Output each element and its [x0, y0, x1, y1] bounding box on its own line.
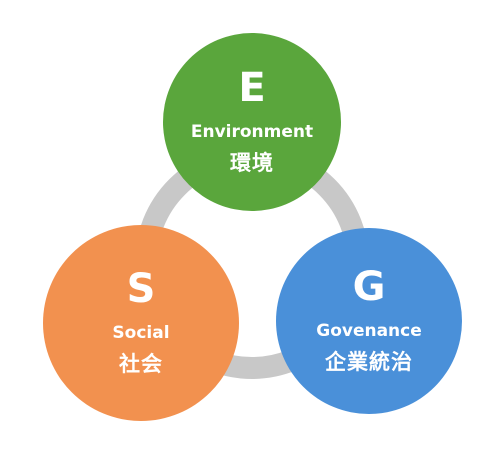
- governance-circle: G Govenance 企業統治: [276, 228, 462, 414]
- governance-letter: G: [352, 264, 386, 311]
- social-circle: S Social 社会: [43, 225, 239, 421]
- social-japanese-label: 社会: [119, 351, 163, 376]
- environment-letter: E: [238, 65, 266, 112]
- governance-japanese-label: 企業統治: [325, 349, 413, 374]
- governance-english-label: Govenance: [316, 321, 422, 342]
- environment-circle: E Environment 環境: [163, 33, 341, 211]
- environment-english-label: Environment: [190, 122, 314, 143]
- social-letter: S: [126, 266, 156, 313]
- environment-japanese-label: 環境: [230, 150, 274, 175]
- social-english-label: Social: [112, 323, 170, 344]
